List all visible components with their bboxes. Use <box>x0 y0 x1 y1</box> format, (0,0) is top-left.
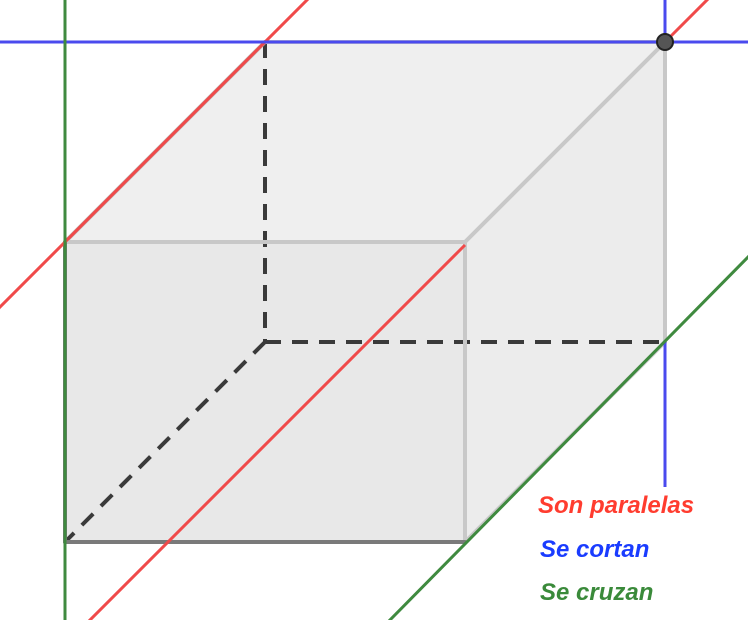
green-diagonal-line <box>387 254 748 620</box>
red-parallel-line-middle <box>87 243 467 620</box>
cube-front-face <box>65 242 465 542</box>
legend-parallel-label: Son paralelas <box>538 492 694 519</box>
edge-top-right <box>463 40 667 244</box>
vertex-point <box>656 33 674 51</box>
legend-intersect-label: Se cortan <box>540 536 649 563</box>
red-parallel-line-top <box>0 0 310 310</box>
red-parallel-line-right <box>663 0 710 44</box>
legend-skew-label: Se cruzan <box>540 579 653 606</box>
cube-right-face <box>465 42 665 542</box>
hidden-edge-diagonal <box>63 340 267 544</box>
